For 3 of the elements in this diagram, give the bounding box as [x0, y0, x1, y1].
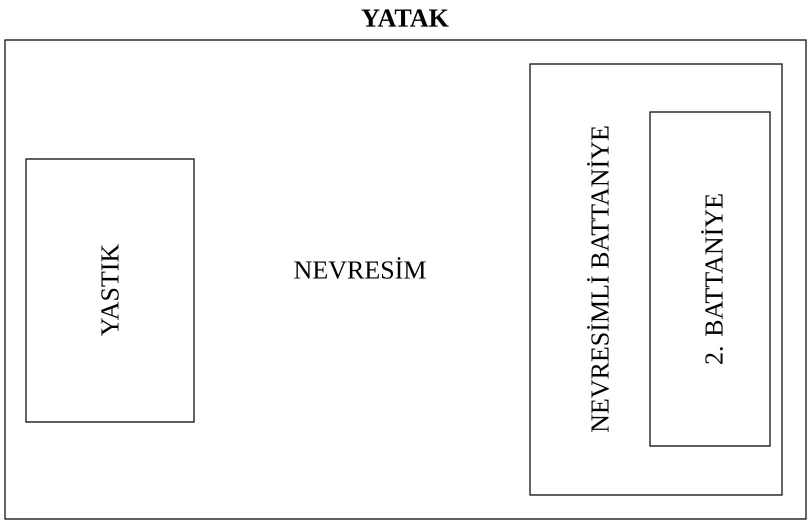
blanket-box: 2. BATTANİYE	[649, 111, 771, 447]
pillow-box: YASTIK	[25, 158, 195, 423]
node-label: YATAK	[362, 9, 449, 27]
